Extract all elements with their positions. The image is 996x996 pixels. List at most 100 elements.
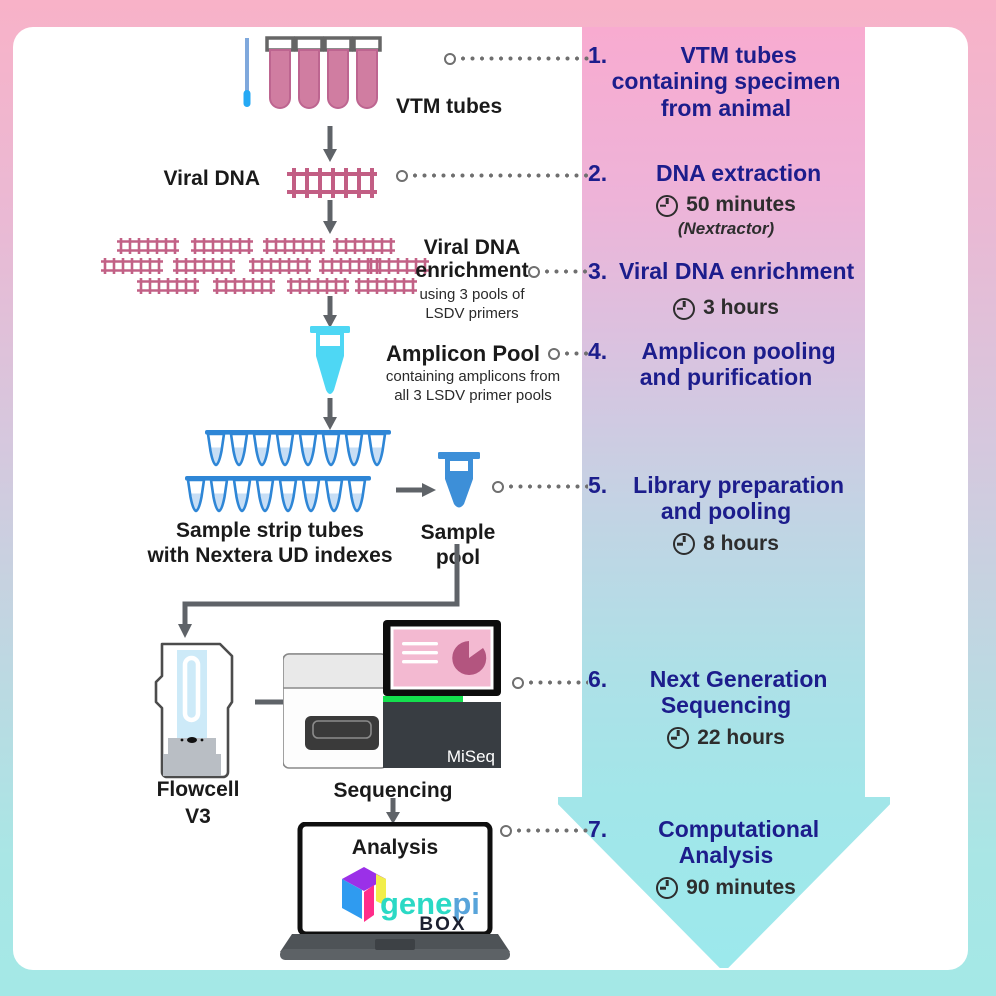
dotted-line bbox=[543, 269, 590, 274]
strip-label-line1: Sample strip tubes bbox=[176, 519, 364, 542]
down-arrow-icon bbox=[323, 296, 337, 328]
step-7-title: Computational bbox=[658, 816, 820, 842]
step-4-line2: and purification bbox=[639, 364, 813, 391]
dotted-line bbox=[507, 484, 588, 489]
vtm-tubes-icon bbox=[243, 36, 382, 109]
amplicon-pool-sublabel: containing amplicons from all 3 LSDV pri… bbox=[378, 368, 568, 406]
strip-tubes-label: Sample strip tubes with Nextera UD index… bbox=[140, 518, 400, 568]
step-2-note: (Nextractor) bbox=[677, 218, 775, 238]
pie-chart-icon bbox=[452, 641, 487, 675]
step-5-number: 5. bbox=[588, 472, 608, 498]
logo-box-text: BOX bbox=[419, 914, 466, 935]
step-6-title: Next Generation bbox=[649, 666, 828, 692]
clock-icon bbox=[656, 194, 679, 217]
step-3: 3. Viral DNA enrichment 3 hours bbox=[588, 258, 864, 321]
step-5-line2: and pooling bbox=[660, 498, 792, 525]
connector-dot-icon bbox=[512, 676, 524, 689]
enrichment-sublabel: using 3 pools of LSDV primers bbox=[412, 286, 532, 324]
connector-step5 bbox=[492, 480, 588, 493]
connector-step7 bbox=[500, 824, 588, 837]
connector-dot-icon bbox=[500, 824, 512, 837]
genepi-box-logo-icon: genepi BOX bbox=[342, 867, 480, 935]
connector-dot-icon bbox=[548, 347, 560, 360]
sample-pool-tube-icon bbox=[438, 452, 480, 508]
clock-icon bbox=[656, 876, 679, 899]
enrichment-sublabel-line2: LSDV primers bbox=[425, 304, 519, 322]
step-6-number: 6. bbox=[588, 666, 608, 692]
logo-pi-text: pi bbox=[452, 886, 480, 921]
analysis-laptop-icon: Analysis genepi BOX bbox=[280, 822, 510, 960]
step-7: 7. Computational Analysis 90 minutes bbox=[588, 816, 864, 900]
process-arrow bbox=[558, 27, 890, 968]
strip-label-line2: with Nextera UD indexes bbox=[147, 544, 393, 568]
step-5-title: Library preparation bbox=[633, 472, 845, 498]
step-7-time: 90 minutes bbox=[686, 875, 796, 899]
connector-dot-icon bbox=[444, 52, 456, 65]
flowcell-label-line1: Flowcell bbox=[156, 778, 240, 801]
step-1-number: 1. bbox=[588, 42, 608, 68]
miseq-status-light bbox=[383, 696, 463, 702]
step-2: 2. DNA extraction 50 minutes (Nextractor… bbox=[588, 160, 864, 238]
step-7-line2: Analysis bbox=[678, 842, 774, 869]
connector-step3 bbox=[528, 265, 590, 278]
step-3-title: Viral DNA enrichment bbox=[619, 258, 855, 284]
down-arrow-icon bbox=[386, 798, 400, 824]
miseq-sequencer-icon: MiSeq bbox=[283, 620, 501, 769]
svg-text:genepi: genepi bbox=[380, 886, 480, 921]
analysis-label: Analysis bbox=[352, 836, 438, 859]
enrichment-label-line1: Viral DNA bbox=[423, 236, 521, 259]
step-4-title: Amplicon pooling bbox=[641, 338, 836, 364]
down-arrow-icon bbox=[323, 398, 337, 430]
strip-tubes-row2-icon bbox=[185, 476, 371, 513]
step-7-number: 7. bbox=[588, 816, 608, 842]
sequencing-label: Sequencing bbox=[333, 779, 453, 802]
flowcell-label: Flowcell V3 bbox=[148, 776, 248, 831]
step-4-number: 4. bbox=[588, 338, 608, 364]
step-1-line2: containing specimen bbox=[611, 68, 841, 95]
dotted-line bbox=[515, 828, 588, 833]
step-2-time: 50 minutes bbox=[686, 193, 796, 217]
step-5-time: 8 hours bbox=[703, 531, 779, 555]
step-4: 4. Amplicon pooling and purification bbox=[588, 338, 864, 391]
enrichment-label-line2: enrichment bbox=[415, 259, 529, 283]
logo-gene-text: gene bbox=[380, 886, 452, 921]
amplicon-pool-tube-icon bbox=[310, 326, 350, 394]
connector-step1 bbox=[444, 52, 590, 65]
step-2-title: DNA extraction bbox=[655, 160, 822, 186]
dna-ladder-icon bbox=[287, 168, 377, 198]
clock-icon bbox=[673, 532, 696, 555]
connector-step6 bbox=[512, 676, 588, 689]
dotted-line bbox=[563, 351, 590, 356]
dotted-line bbox=[527, 680, 588, 685]
step-3-number: 3. bbox=[588, 258, 608, 284]
strip-tubes-row1-icon bbox=[205, 430, 391, 467]
step-3-time: 3 hours bbox=[703, 296, 779, 320]
step-1: 1. VTM tubes containing specimen from an… bbox=[588, 42, 864, 121]
down-arrow-icon bbox=[323, 200, 337, 234]
enrichment-label: Viral DNA enrichment bbox=[412, 236, 532, 282]
connector-dot-icon bbox=[492, 480, 504, 493]
amplicon-cluster-icon bbox=[100, 238, 430, 296]
vtm-tubes-label: VTM tubes bbox=[396, 95, 503, 118]
connector-dot-icon bbox=[528, 265, 540, 278]
connector-step2 bbox=[396, 169, 590, 182]
step-2-number: 2. bbox=[588, 160, 608, 186]
step-6-time: 22 hours bbox=[697, 725, 785, 749]
clock-icon bbox=[673, 297, 696, 320]
step-6: 6. Next Generation Sequencing 22 hours bbox=[588, 666, 864, 750]
dotted-line bbox=[459, 56, 590, 61]
connector-step4 bbox=[548, 347, 590, 360]
step-1-title: VTM tubes bbox=[680, 42, 797, 68]
dotted-line bbox=[411, 173, 590, 178]
right-arrow-icon bbox=[396, 483, 436, 497]
flowcell-label-line2: V3 bbox=[185, 805, 211, 829]
enrichment-sublabel-line1: using 3 pools of bbox=[419, 286, 525, 303]
connector-dot-icon bbox=[396, 169, 408, 182]
step-5: 5. Library preparation and pooling 8 hou… bbox=[588, 472, 864, 556]
clock-icon bbox=[667, 726, 690, 749]
vtm-tube-group bbox=[265, 36, 382, 52]
step-1-line3: from animal bbox=[660, 94, 792, 121]
flowcell-icon bbox=[154, 642, 234, 779]
viral-dna-label: Viral DNA bbox=[163, 167, 260, 190]
